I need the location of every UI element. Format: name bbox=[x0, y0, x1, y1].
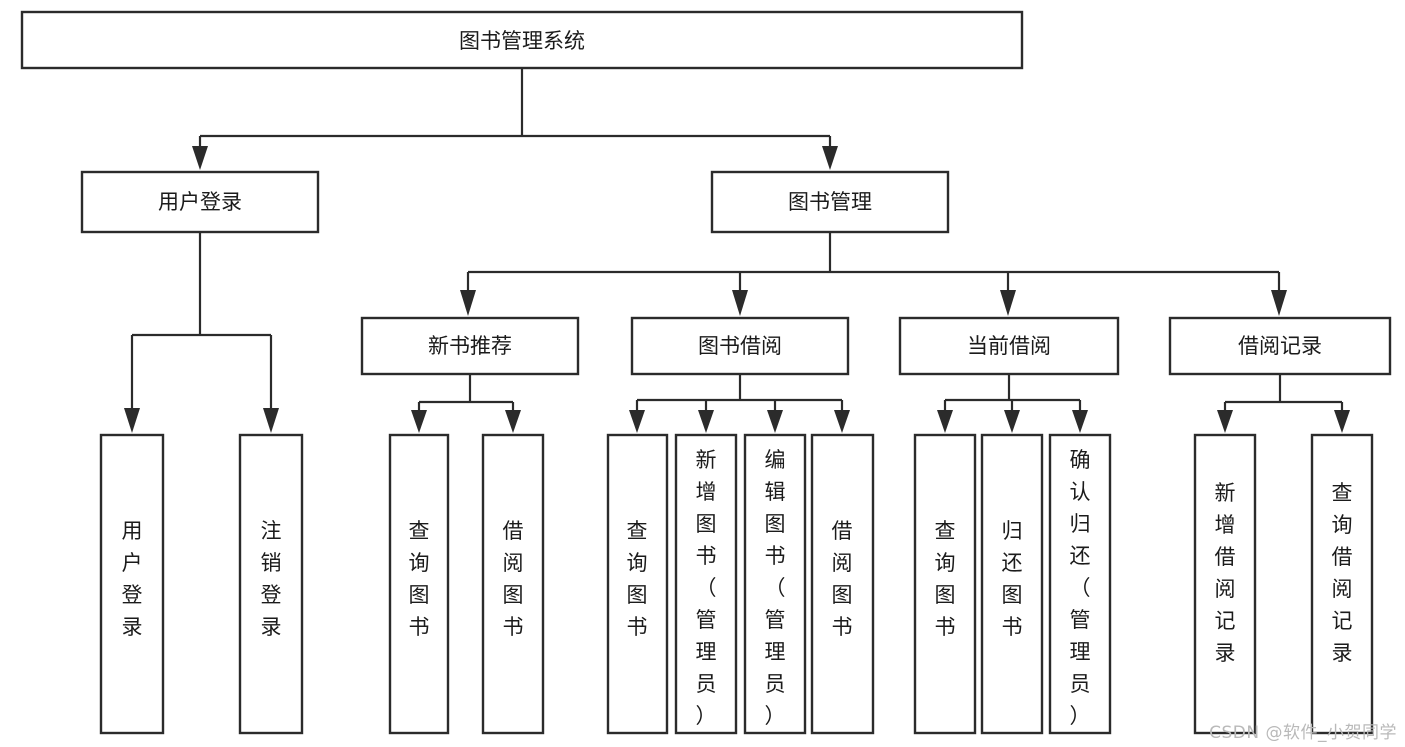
node-leaf-add-book-label: 新增图书（管理员） bbox=[696, 448, 717, 728]
node-book-borrow[interactable]: 图书借阅 bbox=[630, 316, 850, 376]
node-current-borrow[interactable]: 当前借阅 bbox=[898, 316, 1120, 376]
node-leaf-query-record-rect[interactable] bbox=[1310, 433, 1374, 735]
node-borrow-record-label: 借阅记录 bbox=[1238, 334, 1322, 358]
arrow-head-book-borrow bbox=[732, 290, 748, 316]
arrow-head-leaf-query-book-c bbox=[937, 410, 953, 433]
node-leaf-borrow-book-a-rect[interactable] bbox=[481, 433, 545, 735]
node-leaf-borrow-book-a[interactable]: 借阅图书 bbox=[481, 433, 545, 735]
node-leaf-logout-label: 注销登录 bbox=[261, 519, 282, 639]
node-leaf-add-record-rect[interactable] bbox=[1193, 433, 1257, 735]
node-leaf-borrow-book-b-label: 借阅图书 bbox=[832, 519, 853, 639]
node-user-login-rect[interactable] bbox=[80, 170, 320, 234]
node-leaf-confirm-return[interactable]: 确认归还（管理员） bbox=[1048, 433, 1112, 735]
node-leaf-logout[interactable]: 注销登录 bbox=[238, 433, 304, 735]
node-leaf-query-record-label: 查询借阅记录 bbox=[1332, 481, 1353, 665]
node-current-borrow-rect[interactable] bbox=[898, 316, 1120, 376]
node-leaf-query-book-c-label: 查询图书 bbox=[935, 519, 956, 639]
node-layer: 图书管理系统 用户登录 图书管理 新书推荐 图书借阅 bbox=[20, 10, 1392, 735]
node-leaf-edit-book-label: 编辑图书（管理员） bbox=[765, 448, 786, 728]
node-root[interactable]: 图书管理系统 bbox=[20, 10, 1024, 70]
node-leaf-query-book-b-label: 查询图书 bbox=[627, 519, 648, 639]
arrow-head-leaf-confirm-return bbox=[1072, 410, 1088, 433]
node-leaf-query-book-a-label: 查询图书 bbox=[409, 519, 430, 639]
node-leaf-add-book-rect[interactable] bbox=[674, 433, 738, 735]
node-leaf-return-book-rect[interactable] bbox=[980, 433, 1044, 735]
node-leaf-user-login-label: 用户登录 bbox=[122, 519, 143, 639]
node-borrow-record[interactable]: 借阅记录 bbox=[1168, 316, 1392, 376]
node-leaf-user-login-rect[interactable] bbox=[99, 433, 165, 735]
csdn-watermark: CSDN @软件_小贺同学 bbox=[1209, 723, 1397, 743]
arrow-head-leaf-add-book bbox=[698, 410, 714, 433]
node-leaf-edit-book[interactable]: 编辑图书（管理员） bbox=[743, 433, 807, 735]
node-book-borrow-label: 图书借阅 bbox=[698, 334, 782, 358]
arrow-head-book-manage bbox=[822, 146, 838, 170]
node-leaf-confirm-return-rect[interactable] bbox=[1048, 433, 1112, 735]
arrow-head-leaf-add-record bbox=[1217, 410, 1233, 433]
arrow-head-leaf-borrow-book-b bbox=[834, 410, 850, 433]
node-new-book-rec-label: 新书推荐 bbox=[428, 334, 512, 358]
node-leaf-confirm-return-label: 确认归还（管理员） bbox=[1070, 448, 1091, 728]
node-leaf-query-book-b-rect[interactable] bbox=[606, 433, 669, 735]
node-root-label: 图书管理系统 bbox=[459, 29, 585, 53]
node-root-rect[interactable] bbox=[20, 10, 1024, 70]
node-user-login[interactable]: 用户登录 bbox=[80, 170, 320, 234]
node-leaf-return-book[interactable]: 归还图书 bbox=[980, 433, 1044, 735]
arrow-head-leaf-query-book-b bbox=[629, 410, 645, 433]
node-leaf-edit-book-rect[interactable] bbox=[743, 433, 807, 735]
arrow-head-borrow-record bbox=[1271, 290, 1287, 316]
node-leaf-borrow-book-a-label: 借阅图书 bbox=[503, 519, 524, 639]
node-current-borrow-label: 当前借阅 bbox=[967, 334, 1051, 358]
node-leaf-query-book-c-rect[interactable] bbox=[913, 433, 977, 735]
node-borrow-record-rect[interactable] bbox=[1168, 316, 1392, 376]
node-leaf-add-record[interactable]: 新增借阅记录 bbox=[1193, 433, 1257, 735]
node-user-login-label: 用户登录 bbox=[158, 190, 242, 214]
node-leaf-user-login[interactable]: 用户登录 bbox=[99, 433, 165, 735]
node-book-manage-label: 图书管理 bbox=[788, 190, 872, 214]
node-leaf-add-book[interactable]: 新增图书（管理员） bbox=[674, 433, 738, 735]
node-leaf-add-record-label: 新增借阅记录 bbox=[1215, 481, 1236, 665]
arrow-head-user-login bbox=[192, 146, 208, 170]
node-leaf-borrow-book-b-rect[interactable] bbox=[810, 433, 875, 735]
arrow-head-leaf-logout bbox=[263, 408, 279, 433]
node-new-book-rec[interactable]: 新书推荐 bbox=[360, 316, 580, 376]
node-leaf-logout-rect[interactable] bbox=[238, 433, 304, 735]
arrow-head-leaf-user-login bbox=[124, 408, 140, 433]
node-new-book-rec-rect[interactable] bbox=[360, 316, 580, 376]
node-book-manage[interactable]: 图书管理 bbox=[710, 170, 950, 234]
node-book-manage-rect[interactable] bbox=[710, 170, 950, 234]
arrow-head-leaf-borrow-book-a bbox=[505, 410, 521, 433]
node-leaf-borrow-book-b[interactable]: 借阅图书 bbox=[810, 433, 875, 735]
node-leaf-return-book-label: 归还图书 bbox=[1002, 519, 1023, 639]
node-leaf-query-book-a[interactable]: 查询图书 bbox=[388, 433, 450, 735]
arrow-head-new-book-rec bbox=[460, 290, 476, 316]
node-leaf-query-book-c[interactable]: 查询图书 bbox=[913, 433, 977, 735]
node-leaf-query-book-a-rect[interactable] bbox=[388, 433, 450, 735]
edge-layer bbox=[124, 68, 1350, 433]
node-book-borrow-rect[interactable] bbox=[630, 316, 850, 376]
arrow-head-leaf-return-book bbox=[1004, 410, 1020, 433]
arrow-head-leaf-edit-book bbox=[767, 410, 783, 433]
arrow-head-leaf-query-book-a bbox=[411, 410, 427, 433]
arrow-head-leaf-query-record bbox=[1334, 410, 1350, 433]
node-leaf-query-book-b[interactable]: 查询图书 bbox=[606, 433, 669, 735]
node-leaf-query-record[interactable]: 查询借阅记录 bbox=[1310, 433, 1374, 735]
arrow-head-current-borrow bbox=[1000, 290, 1016, 316]
